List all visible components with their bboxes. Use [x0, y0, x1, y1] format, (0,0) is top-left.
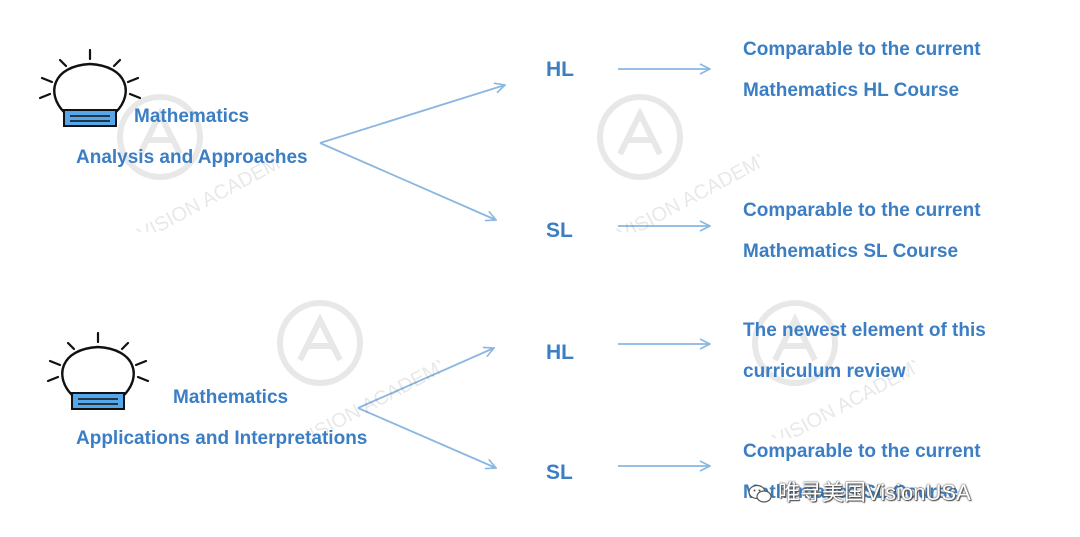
level-description: Comparable to the current Mathematics SL…: [743, 190, 981, 272]
lightbulb-icon: [38, 48, 142, 127]
credit-text: 唯寻美国VisionUSA: [778, 480, 971, 505]
level-label-hl: HL: [546, 341, 574, 364]
course-title-line1: Mathematics: [173, 387, 289, 408]
level-label-sl: SL: [546, 219, 573, 242]
branch-arrow: [319, 85, 505, 144]
level-description: Comparable to the current Mathematics SL…: [743, 431, 981, 513]
branch-arrow: [357, 348, 494, 409]
level-label-hl: HL: [546, 58, 574, 81]
wechat-icon: [748, 485, 772, 503]
level-label-sl: SL: [546, 461, 573, 484]
lightbulb-icon: [46, 331, 150, 410]
course-title-line1: Mathematics: [134, 106, 250, 127]
description-line: Comparable to the current: [743, 200, 981, 221]
branch-arrow: [319, 142, 496, 220]
source-credit: 唯寻美国VisionUSA: [748, 475, 971, 507]
branch-arrow: [357, 407, 496, 468]
description-line: Comparable to the current: [743, 441, 981, 462]
course-title-line2: Applications and Interpretations: [76, 428, 368, 449]
level-description: The newest element of this curriculum re…: [743, 310, 986, 392]
description-line: Comparable to the current: [743, 39, 981, 60]
level-description: Comparable to the current Mathematics HL…: [743, 29, 981, 111]
description-line: curriculum review: [743, 361, 906, 382]
course-title-line2: Analysis and Approaches: [76, 147, 308, 168]
description-line: Mathematics HL Course: [743, 80, 960, 101]
description-line: Mathematics SL Course: [743, 241, 959, 262]
description-line: Mathematics SL Course: [743, 482, 959, 503]
description-line: The newest element of this: [743, 320, 986, 341]
